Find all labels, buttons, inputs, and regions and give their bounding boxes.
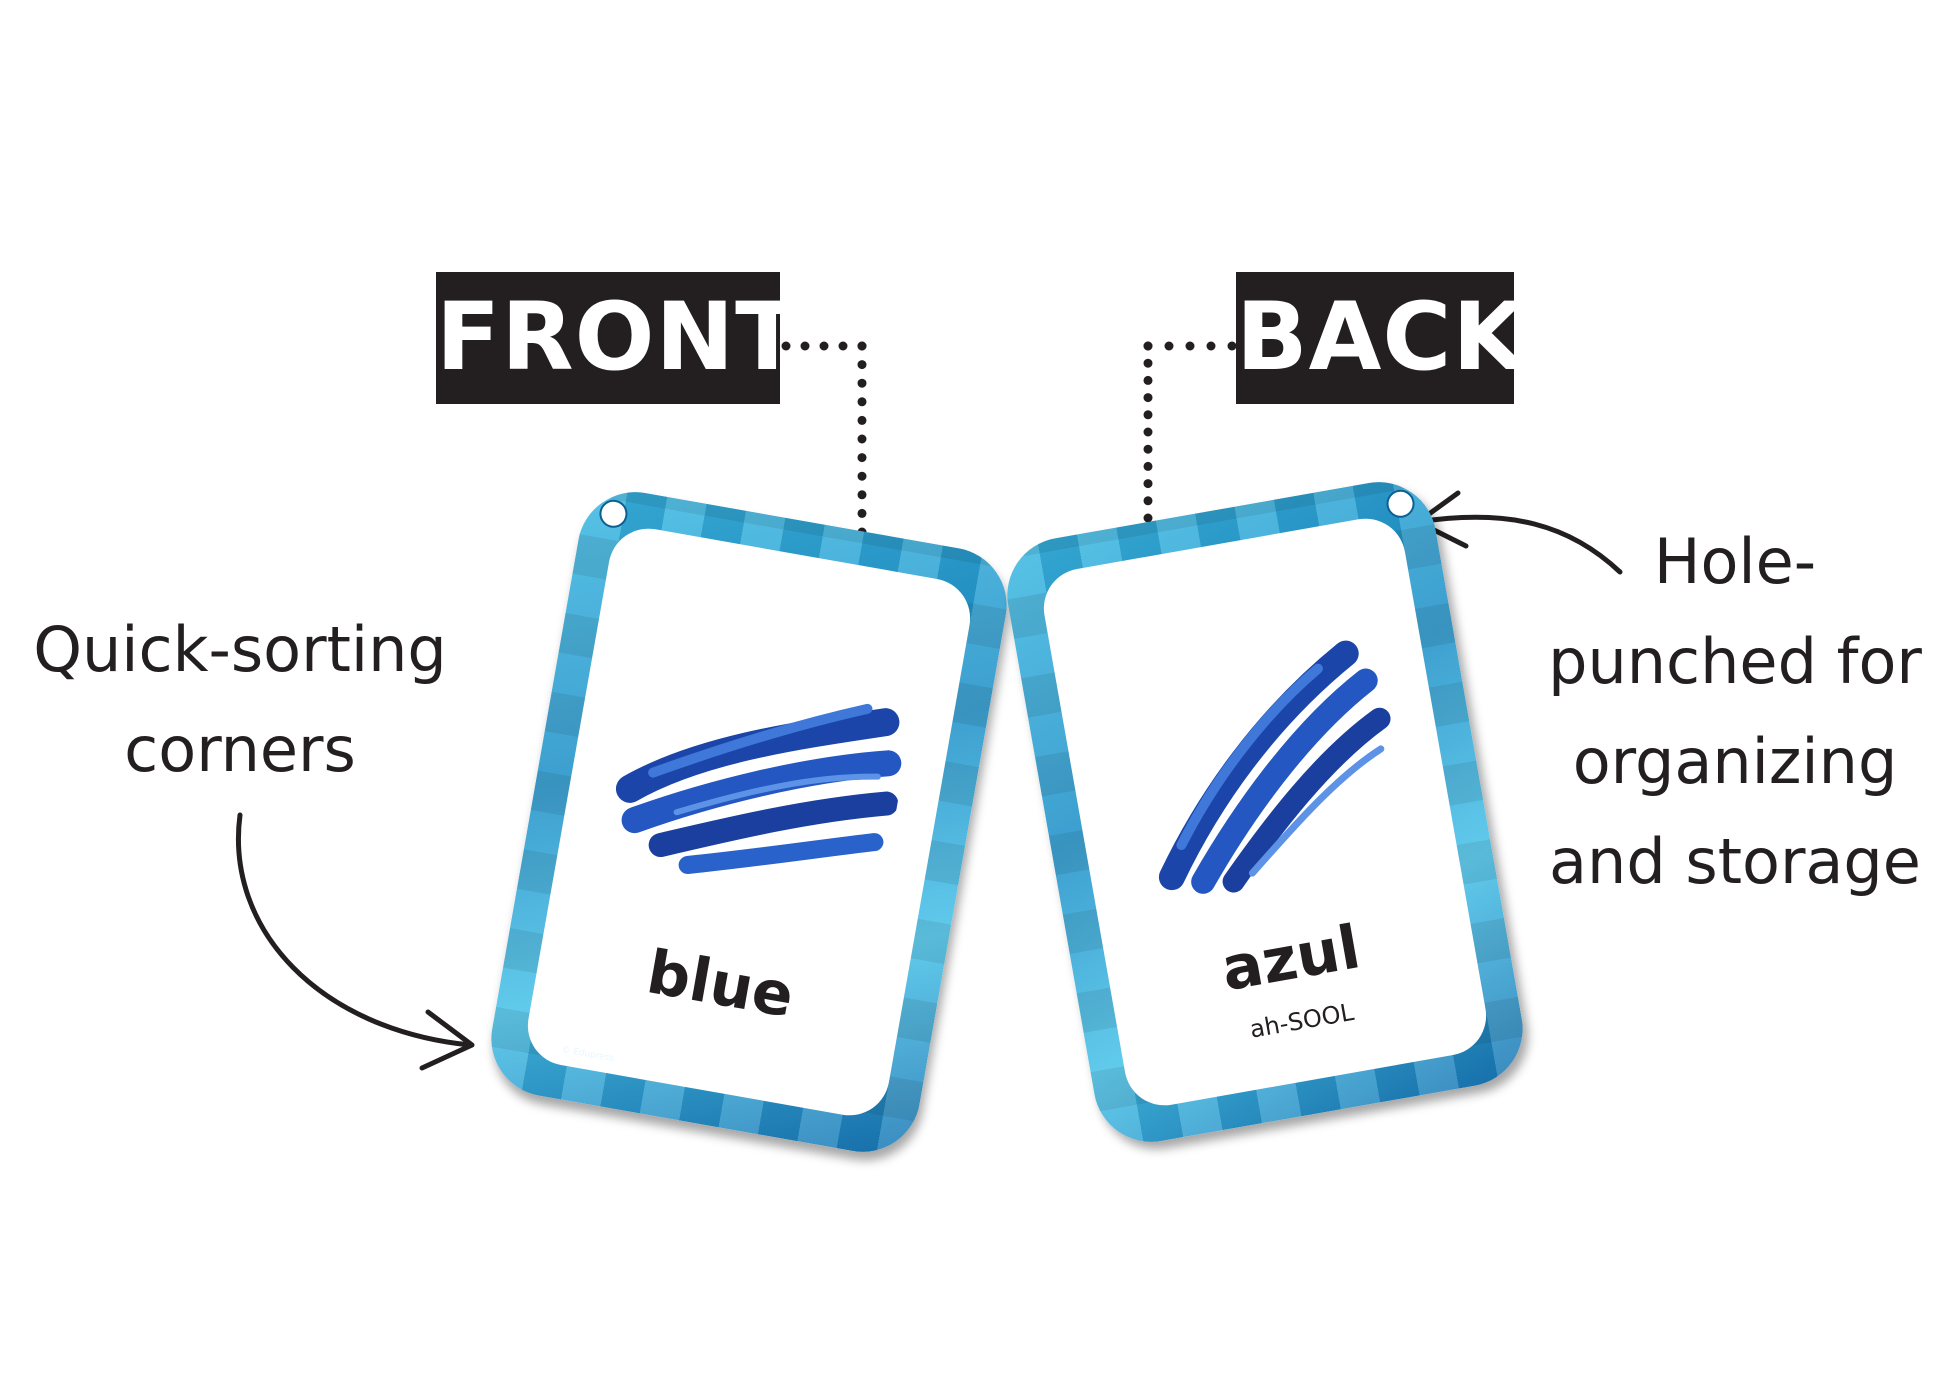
leader-dot (1143, 479, 1153, 489)
leader-dot (857, 434, 867, 444)
leader-dot (857, 471, 867, 481)
leader-dot (1143, 461, 1153, 471)
left-arrow-icon (236, 812, 473, 1048)
leader-dot (857, 341, 867, 351)
leader-dot (1143, 358, 1153, 368)
blue-paint-scribble-icon (615, 703, 902, 874)
leader-dot (1143, 375, 1153, 385)
leader-dot (857, 415, 867, 425)
leader-dot (1143, 444, 1153, 454)
leader-dot (781, 341, 791, 351)
leader-dot (857, 378, 867, 388)
leader-dot (1143, 496, 1153, 506)
leader-dot (1143, 393, 1153, 403)
front-flashcard: blue © Edupress (482, 482, 1016, 1162)
back-dotted-leader (1143, 341, 1237, 523)
leader-dot (800, 341, 810, 351)
back-label: BACK (1236, 272, 1525, 404)
leader-dot (857, 397, 867, 407)
leader-dot (1143, 513, 1153, 523)
card-word: blue (641, 937, 799, 1032)
front-label: FRONT (436, 272, 799, 404)
leader-dot (857, 453, 867, 463)
leader-dot (1164, 341, 1174, 351)
copyright-text: © Edupress (560, 1044, 615, 1065)
leader-dot (1206, 341, 1216, 351)
hole-punched-callout: Hole- punched for organizing and storage (1548, 525, 1922, 898)
leader-dot (1185, 341, 1195, 351)
leader-dot (857, 490, 867, 500)
leader-dot (819, 341, 829, 351)
leader-dot (1143, 341, 1153, 351)
blue-paint-scribble-icon (1158, 640, 1391, 894)
left-arrowhead-icon (419, 1009, 475, 1071)
leader-dot (1227, 341, 1237, 351)
right-arrow-icon (1415, 514, 1623, 575)
card-face: blue © Edupress (521, 522, 977, 1122)
leader-dot (1143, 427, 1153, 437)
punch-hole-icon (597, 497, 630, 530)
punch-hole-icon (1384, 487, 1417, 520)
card-face: azul ah-SOOL (1037, 512, 1493, 1112)
leader-dot (1143, 410, 1153, 420)
leader-dot (857, 508, 867, 518)
back-flashcard: azul ah-SOOL (998, 472, 1532, 1152)
front-dotted-leader (781, 341, 867, 537)
quick-sorting-callout: Quick-sorting corners (33, 613, 447, 786)
leader-dot (857, 360, 867, 370)
leader-dot (838, 341, 848, 351)
